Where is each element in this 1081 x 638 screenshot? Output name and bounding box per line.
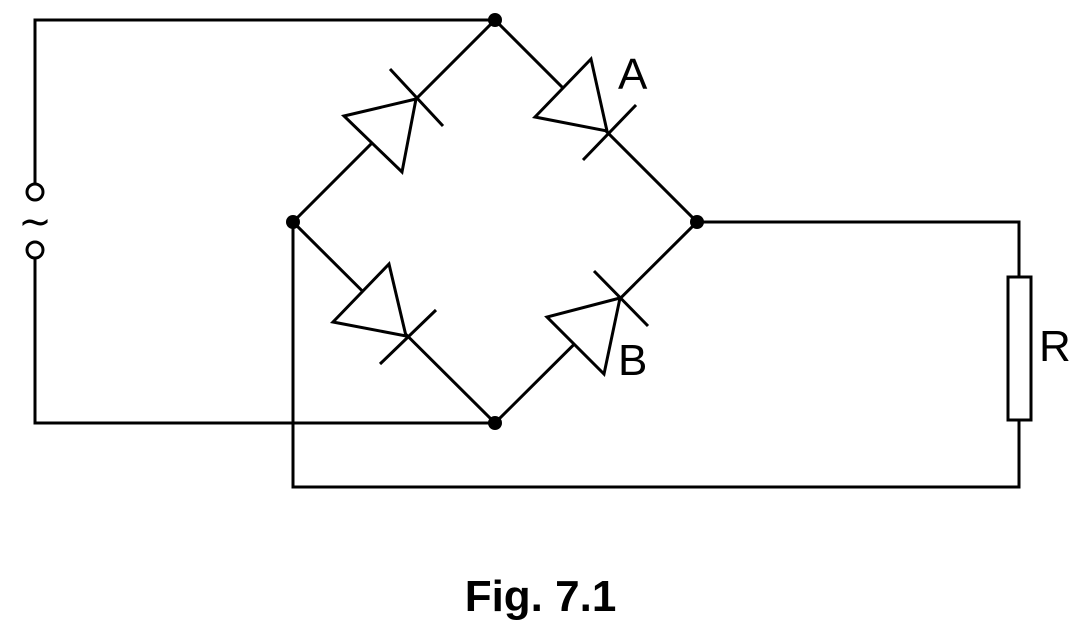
resistor-label: R bbox=[1039, 322, 1071, 371]
diode-a-label: A bbox=[618, 50, 648, 99]
wire-output-return bbox=[291, 220, 1021, 489]
diode-lower-left bbox=[329, 260, 438, 366]
ac-terminal-top bbox=[25, 182, 45, 202]
diode-b-label: B bbox=[618, 336, 647, 385]
node-bottom bbox=[488, 416, 502, 430]
node-right bbox=[690, 215, 704, 229]
wire-bottom-supply bbox=[33, 256, 497, 425]
resistor-r bbox=[1006, 275, 1033, 422]
diode-b bbox=[544, 269, 650, 378]
ac-terminal-bottom bbox=[25, 240, 45, 260]
diode-upper-left bbox=[340, 67, 445, 176]
wire-top-supply bbox=[33, 18, 497, 185]
node-top bbox=[488, 13, 502, 27]
wire-output-positive bbox=[695, 220, 1021, 279]
diode-a bbox=[532, 55, 638, 162]
ac-source-symbol: ~ bbox=[18, 199, 52, 245]
node-left bbox=[286, 215, 300, 229]
figure-caption: Fig. 7.1 bbox=[464, 572, 617, 621]
